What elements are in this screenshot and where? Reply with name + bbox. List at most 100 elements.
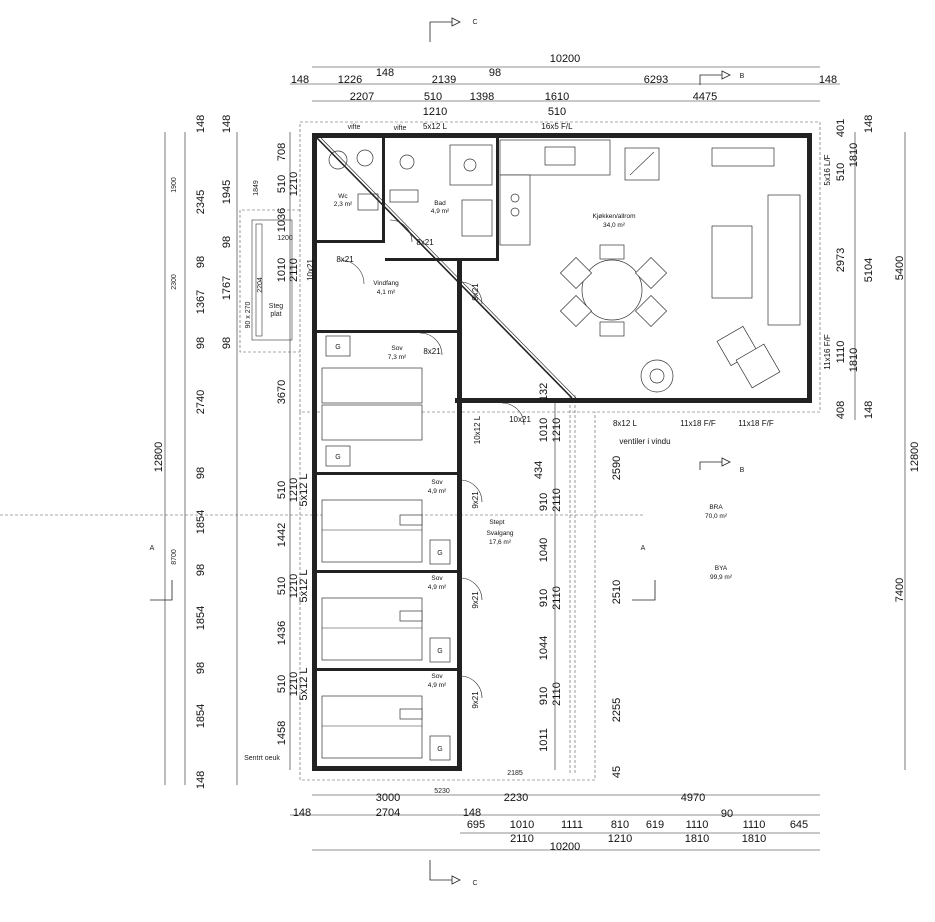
dim-mid: 1040 <box>538 538 550 562</box>
dims-middle: 132 1010 1210 434 910 2110 1040 910 2110… <box>533 383 623 778</box>
dim-bottom: 619 <box>646 819 664 831</box>
room-area-sov3: 4,9 m² <box>428 584 447 591</box>
area-name-bya: BYA <box>715 565 728 572</box>
area-value-bra: 70,0 m² <box>705 513 728 520</box>
dim-mid: 2110 <box>551 488 563 512</box>
window-label: 9x21 <box>471 591 480 609</box>
dim-bottom-overall: 10200 <box>550 841 581 853</box>
room-name-bad: Bad <box>434 200 446 207</box>
window-label: 8x12 L <box>613 419 638 428</box>
dim-left: 98 <box>221 337 233 349</box>
walls <box>312 133 812 771</box>
dim-right: 5104 <box>863 258 875 282</box>
dim-top: 1226 <box>338 74 362 86</box>
dim-left: 1036 <box>276 208 288 232</box>
dim-right: 7400 <box>894 578 906 602</box>
step-plate-label: Steg <box>269 303 284 310</box>
room-area-vindfang: 4,1 m² <box>377 289 396 296</box>
dim-right: 1810 <box>848 143 860 167</box>
dim-left: 148 <box>221 115 233 133</box>
dim-top: 4475 <box>693 91 717 103</box>
room-name-vindfang: Vindfang <box>373 280 399 287</box>
window-label: 10x12 L <box>473 415 482 444</box>
dim-mid: 2110 <box>551 682 563 706</box>
section-letter-a: A <box>641 545 646 552</box>
dim-right: 12800 <box>909 442 921 473</box>
dim-mid: 2510 <box>611 580 623 604</box>
dim-bottom: 1210 <box>608 833 632 845</box>
dim-left: 1210 <box>288 172 300 196</box>
window-label: 8x21 <box>416 238 434 247</box>
window-label: 5x16 L/F <box>823 154 832 185</box>
area-value-bya: 99,9 m² <box>710 574 733 581</box>
dim-left: 510 <box>276 675 288 693</box>
room-name-wc: Wc <box>338 193 348 200</box>
section-markers <box>150 17 731 885</box>
dim-right: 148 <box>863 401 875 419</box>
dim-left: 148 <box>195 771 207 789</box>
dim-top: 510 <box>424 91 442 103</box>
window-labels: 5x12 L 16x5 F/L 5x16 L/F 11x16 F/F 8x12 … <box>306 122 832 709</box>
dim-left: 98 <box>195 662 207 674</box>
room-area-kjokken: 34,0 m² <box>603 222 626 229</box>
dim-top: 148 <box>819 74 837 86</box>
wardrobe-label: G <box>437 550 442 557</box>
dim-bottom: 645 <box>790 819 808 831</box>
dim-left: 1458 <box>276 721 288 745</box>
room-labels: Wc 2,3 m² Bad 4,9 m² Kjøkken/allrom 34,0… <box>269 193 733 689</box>
dims-bottom: 3000 5230 2230 4970 148 2704 148 695 101… <box>293 770 808 853</box>
dim-bottom: 3000 <box>376 792 400 804</box>
ventiler-note: ventiler i vindu <box>619 437 670 446</box>
dim-mid: 1010 <box>538 418 550 442</box>
window-label: 9x21 <box>471 491 480 509</box>
dim-left: 98 <box>221 236 233 248</box>
fixtures <box>251 137 801 761</box>
dim-left: 1900 <box>171 177 178 193</box>
dim-bottom: 90 <box>721 808 733 820</box>
notes: ventiler i vindu A A B B C C <box>150 19 745 887</box>
dim-bottom: 2185 <box>507 770 523 777</box>
dims-top: 10200 148 1226 148 2139 98 6293 148 2207… <box>291 53 837 118</box>
window-label: 10x21 <box>509 415 531 424</box>
dim-mid: 910 <box>538 589 550 607</box>
dim-left: 5x12 L <box>298 569 310 602</box>
dim-mid: 434 <box>533 461 545 479</box>
dim-bottom: 5230 <box>434 788 450 795</box>
room-name-svalgang: Svalgang <box>486 530 513 537</box>
dim-bottom: 2704 <box>376 807 400 819</box>
room-name-sov1: Sov <box>391 345 403 352</box>
dim-left: 148 <box>195 115 207 133</box>
dim-left: 1854 <box>195 606 207 630</box>
dim-bottom: 1810 <box>742 833 766 845</box>
dims-left: 12800 8700 148 2345 98 1367 98 2740 98 1… <box>153 115 310 789</box>
dims-right: 5400 12800 7400 148 401 1810 510 5104 29… <box>835 115 921 602</box>
section-letter-c: C <box>472 880 477 887</box>
dim-left: 3670 <box>276 380 288 404</box>
dim-top: 1398 <box>470 91 494 103</box>
dim-right: 401 <box>835 119 847 137</box>
dim-mid: 910 <box>538 493 550 511</box>
dim-left: 5x12 L <box>298 667 310 700</box>
dimension-lines <box>164 66 906 851</box>
dim-left: 98 <box>195 564 207 576</box>
wardrobe-label: G <box>437 746 442 753</box>
dim-bottom: 2230 <box>504 792 528 804</box>
dim-top: 148 <box>291 74 309 86</box>
room-area-bad: 4,9 m² <box>431 208 450 215</box>
wardrobe-label: G <box>437 648 442 655</box>
window-label: 5x12 L <box>423 122 448 131</box>
fan-label: vifte <box>394 125 407 132</box>
dim-mid: 132 <box>538 383 550 401</box>
dim-left: 5x12 L <box>298 473 310 506</box>
room-area-svalgang: 17,6 m² <box>489 539 512 546</box>
dim-left: 1010 <box>276 258 288 282</box>
dim-top: 6293 <box>644 74 668 86</box>
window-label: 10x21 <box>306 259 315 281</box>
dim-left: 1442 <box>276 523 288 547</box>
section-letter-a: A <box>150 545 155 552</box>
dim-mid: 1011 <box>538 728 550 752</box>
area-name-bra: BRA <box>709 504 723 511</box>
wardrobe-label: G <box>335 344 340 351</box>
dim-bottom: 810 <box>611 819 629 831</box>
dim-left: 1854 <box>195 704 207 728</box>
